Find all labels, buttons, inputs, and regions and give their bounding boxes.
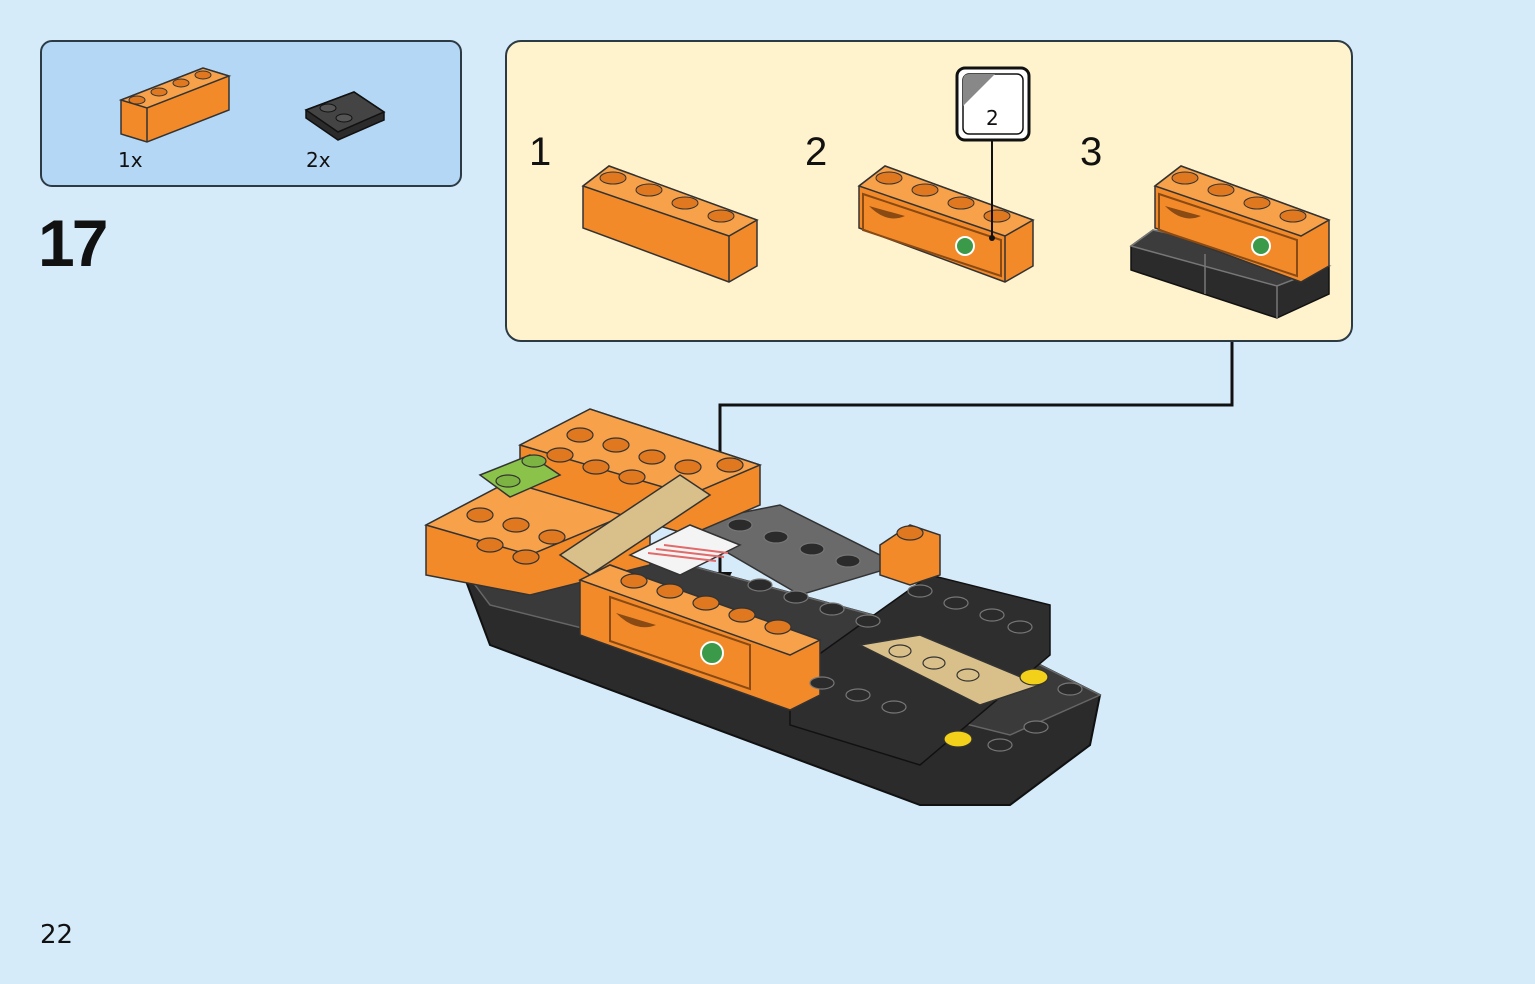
black-tile-quantity: 2x: [306, 148, 331, 172]
page-number: 22: [40, 920, 74, 950]
sticker-callout-label: 2: [986, 106, 999, 130]
subassembly-box: 1 2 3 2: [505, 40, 1353, 342]
orange-brick-part-icon: [118, 67, 232, 143]
orange-brick-quantity: 1x: [118, 148, 143, 172]
step-number: 17: [38, 206, 108, 280]
black-tile-part-icon: [304, 91, 386, 141]
substep-2-brick-illustration: [857, 165, 1035, 283]
main-model-illustration: [424, 408, 1102, 806]
substep-2-label: 2: [805, 130, 828, 174]
substep-1-label: 1: [529, 130, 552, 174]
substep-3-assembly-illustration: [1129, 165, 1332, 319]
parts-list-box: 1x 2x: [40, 40, 462, 187]
sticker-callout-icon: [955, 66, 1031, 241]
substep-3-label: 3: [1080, 130, 1103, 174]
substep-1-brick-illustration: [581, 165, 759, 283]
